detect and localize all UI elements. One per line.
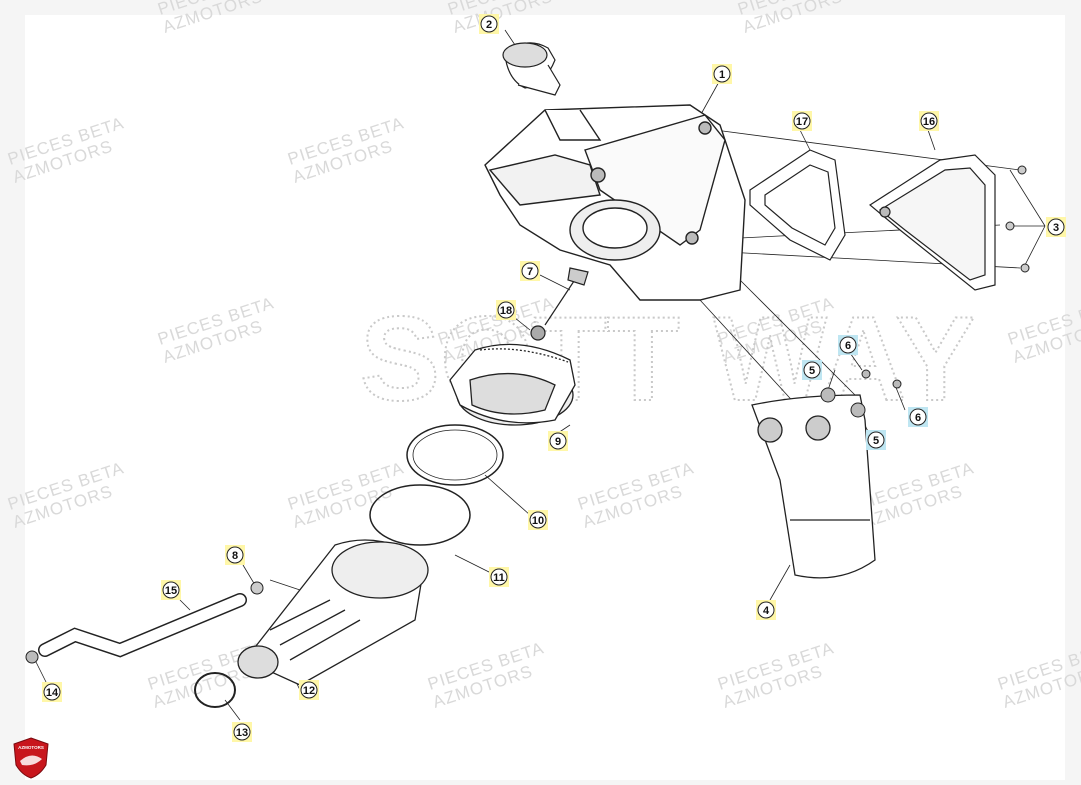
part-filter-cage-inner bbox=[412, 429, 498, 481]
callout-number: 12 bbox=[299, 680, 319, 700]
callout-number: 10 bbox=[528, 510, 548, 530]
svg-text:2: 2 bbox=[486, 19, 492, 31]
svg-text:17: 17 bbox=[796, 116, 808, 128]
callout-number: 17 bbox=[792, 111, 812, 131]
callout-number: 14 bbox=[42, 682, 62, 702]
svg-text:4: 4 bbox=[763, 605, 770, 617]
callout-number: 3 bbox=[1046, 217, 1066, 237]
svg-text:16: 16 bbox=[923, 116, 935, 128]
svg-text:11: 11 bbox=[493, 572, 505, 584]
svg-text:6: 6 bbox=[845, 340, 851, 352]
callout-number: 18 bbox=[496, 300, 516, 320]
callout-number: 6 bbox=[908, 407, 928, 427]
svg-text:1: 1 bbox=[719, 69, 725, 81]
svg-text:13: 13 bbox=[236, 727, 248, 739]
svg-text:3: 3 bbox=[1053, 222, 1059, 234]
callout-number: 7 bbox=[520, 261, 540, 281]
svg-text:15: 15 bbox=[165, 585, 177, 597]
part-hose-clip bbox=[25, 650, 39, 664]
callout-number: 2 bbox=[479, 14, 499, 34]
part-nut bbox=[250, 581, 264, 595]
svg-text:8: 8 bbox=[232, 550, 238, 562]
callout-number: 1 bbox=[712, 64, 732, 84]
part-cap bbox=[502, 42, 561, 96]
callout-number: 13 bbox=[232, 722, 252, 742]
callout-number: 15 bbox=[161, 580, 181, 600]
svg-text:5: 5 bbox=[809, 365, 815, 377]
callout-number: 16 bbox=[919, 111, 939, 131]
svg-text:10: 10 bbox=[532, 515, 544, 527]
part-gasket-frame bbox=[749, 149, 846, 261]
svg-text:14: 14 bbox=[46, 687, 59, 699]
part-filter-cage bbox=[406, 424, 504, 486]
azmotors-logo: AZMOTORS bbox=[13, 737, 49, 779]
svg-text:6: 6 bbox=[915, 412, 921, 424]
part-airbox bbox=[484, 104, 746, 301]
part-cover bbox=[868, 154, 996, 291]
part-air-filter bbox=[449, 343, 576, 426]
part-clamp bbox=[194, 672, 236, 708]
callout-number: 4 bbox=[756, 600, 776, 620]
svg-text:18: 18 bbox=[500, 305, 512, 317]
brand-watermark: SOTT WAY bbox=[360, 292, 976, 426]
svg-text:7: 7 bbox=[527, 266, 533, 278]
part-screws bbox=[1005, 165, 1030, 273]
part-rod bbox=[530, 267, 589, 341]
svg-text:AZMOTORS: AZMOTORS bbox=[18, 745, 44, 750]
part-grommets bbox=[820, 369, 902, 418]
part-seal-ring bbox=[369, 484, 471, 546]
svg-text:5: 5 bbox=[873, 435, 879, 447]
leader-lines bbox=[34, 29, 1046, 721]
part-snorkel bbox=[751, 394, 876, 579]
callout-number: 5 bbox=[866, 430, 886, 450]
callout-number: 5 bbox=[802, 360, 822, 380]
callout-number: 9 bbox=[548, 431, 568, 451]
callout-number: 11 bbox=[489, 567, 509, 587]
callout-number: 8 bbox=[225, 545, 245, 565]
svg-text:12: 12 bbox=[303, 685, 315, 697]
svg-text:9: 9 bbox=[555, 436, 561, 448]
callout-number: 6 bbox=[838, 335, 858, 355]
part-intake-boot bbox=[237, 539, 429, 686]
